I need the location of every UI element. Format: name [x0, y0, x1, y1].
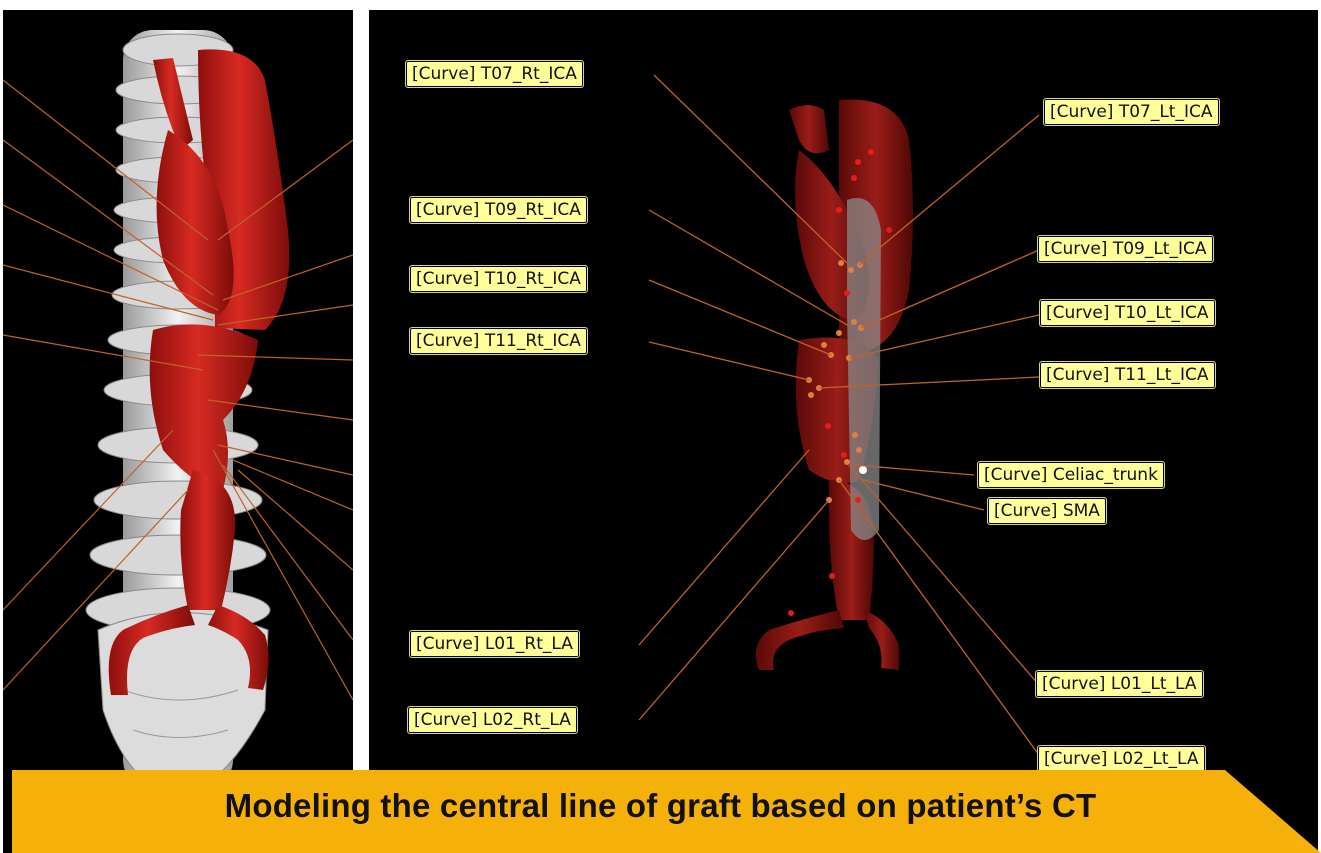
caption-title: Modeling the central line of graft based… — [0, 787, 1321, 825]
label-l02-lt-la[interactable]: [Curve] L02_Lt_LA — [1037, 745, 1206, 773]
spine-aorta-render — [3, 10, 353, 853]
label-l01-rt-la[interactable]: [Curve] L01_Rt_LA — [409, 630, 580, 658]
label-t10-lt-ica[interactable]: [Curve] T10_Lt_ICA — [1039, 299, 1216, 327]
label-sma[interactable]: [Curve] SMA — [987, 497, 1107, 525]
label-t11-rt-ica[interactable]: [Curve] T11_Rt_ICA — [409, 327, 588, 355]
label-t09-lt-ica[interactable]: [Curve] T09_Lt_ICA — [1037, 235, 1214, 263]
label-celiac-trunk[interactable]: [Curve] Celiac_trunk — [977, 461, 1165, 489]
right-3d-view[interactable]: [Curve] T07_Rt_ICA [Curve] T09_Rt_ICA [C… — [369, 10, 1318, 853]
label-l02-rt-la[interactable]: [Curve] L02_Rt_LA — [407, 706, 578, 734]
label-t07-rt-ica[interactable]: [Curve] T07_Rt_ICA — [405, 60, 584, 88]
label-l01-lt-la[interactable]: [Curve] L01_Lt_LA — [1035, 670, 1204, 698]
label-t09-rt-ica[interactable]: [Curve] T09_Rt_ICA — [409, 196, 588, 224]
label-t07-lt-ica[interactable]: [Curve] T07_Lt_ICA — [1043, 98, 1220, 126]
label-t10-rt-ica[interactable]: [Curve] T10_Rt_ICA — [409, 265, 588, 293]
selected-point-marker[interactable] — [859, 466, 867, 474]
label-t11-lt-ica[interactable]: [Curve] T11_Lt_ICA — [1039, 361, 1216, 389]
left-3d-view[interactable] — [3, 10, 353, 853]
